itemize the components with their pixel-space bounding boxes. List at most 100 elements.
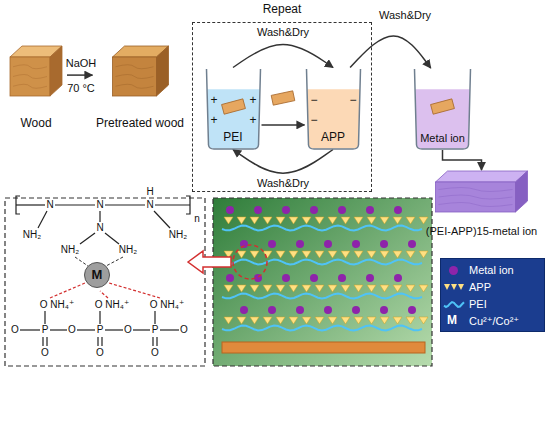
app-layer — [354, 285, 363, 292]
app-structure-part — [42, 337, 43, 346]
block-shape — [436, 171, 528, 212]
app-layer — [289, 217, 298, 224]
app-layer — [263, 285, 272, 292]
atom-label: N — [46, 200, 53, 210]
app-structure-part — [46, 337, 47, 346]
metal-ion-dot — [324, 306, 332, 314]
app-layer — [315, 217, 324, 224]
beaker-shape — [206, 69, 260, 149]
atom-label: O — [96, 348, 104, 358]
structure-frame — [5, 198, 205, 366]
metal-ion-dot — [366, 206, 374, 214]
app-layer — [276, 251, 285, 258]
glass — [306, 69, 360, 149]
metal-ion-dot — [268, 240, 276, 248]
legend-text: PEI — [469, 298, 487, 310]
app-layer — [302, 251, 311, 258]
metal-ion-dot — [380, 240, 388, 248]
app-layer — [380, 251, 389, 258]
metal-ion-dot — [338, 206, 346, 214]
atom-label: P — [97, 325, 104, 335]
atom-label: O — [41, 348, 49, 358]
group-label: NH₂ — [119, 245, 137, 255]
coordination-lines-part — [75, 257, 88, 266]
legend-text: Cu²⁺/Co²⁺ — [469, 315, 519, 328]
app-layer — [406, 317, 415, 324]
block-front — [112, 57, 156, 96]
group-label: O NH₄⁺ — [40, 300, 74, 310]
app-structure-part — [152, 337, 153, 346]
charge-sign: + — [249, 94, 256, 106]
atom-label: O — [124, 325, 132, 335]
charge-sign: + — [210, 114, 217, 126]
ionic-bond-lines-part — [109, 283, 160, 298]
metal-ion-dot — [338, 274, 346, 282]
repeat-index: n — [194, 214, 200, 224]
process-arrow — [233, 45, 333, 68]
metal-ion-dot — [296, 240, 304, 248]
metal-ion-dot — [352, 240, 360, 248]
ionic-bond-lines-part — [100, 291, 108, 298]
wood-grain — [13, 75, 47, 79]
app-layer — [263, 217, 272, 224]
app-layer — [328, 251, 337, 258]
pei-structure-part — [155, 204, 190, 205]
app-layer — [302, 317, 311, 324]
charge-sign: + — [210, 94, 217, 106]
app-structure-part — [50, 329, 67, 330]
wood-sample — [221, 98, 245, 113]
app-layer — [406, 217, 415, 224]
process-arrow — [233, 150, 333, 174]
wood-grain — [115, 75, 153, 79]
app-layer — [419, 285, 428, 292]
pei-layer — [222, 294, 422, 299]
legend-symbol: M — [447, 314, 457, 326]
wood-substrate — [222, 342, 425, 353]
pei-structure-part — [105, 233, 119, 244]
group-label: NH₂ — [169, 230, 187, 240]
legend-swatch — [449, 266, 458, 275]
temperature-label: 70 °C — [67, 83, 95, 94]
pretreated-wood-block: Pretreated wood — [93, 45, 188, 131]
zoom-circle — [233, 245, 267, 279]
app-structure-part — [160, 329, 179, 330]
app-layer — [224, 317, 233, 324]
process-arrow — [67, 74, 93, 76]
wood-grain — [13, 65, 47, 69]
app-layer — [289, 317, 298, 324]
process-arrow — [443, 150, 482, 170]
legend-text: APP — [469, 281, 491, 293]
app-structure-part — [156, 337, 157, 346]
charge-sign: − — [310, 114, 317, 126]
app-layer — [354, 317, 363, 324]
group-label: NH₂ — [61, 245, 79, 255]
app-layer — [289, 285, 298, 292]
atom-label: O — [11, 325, 19, 335]
zoom-arrow — [188, 251, 231, 273]
app-layer — [380, 285, 389, 292]
app-beaker: APP — [305, 68, 362, 150]
pei-layer — [222, 326, 422, 331]
charge-sign: − — [349, 94, 356, 106]
app-layer — [367, 251, 376, 258]
glass — [206, 69, 260, 149]
block-shape — [112, 46, 168, 96]
wood-chip — [271, 91, 295, 105]
coordination-lines-part — [106, 257, 123, 266]
app-structure-part — [20, 329, 40, 330]
metal-ion-dot — [282, 274, 290, 282]
ionic-bond-lines — [50, 283, 160, 298]
pei-layer — [222, 260, 422, 265]
app-layer — [237, 251, 246, 258]
group-label: O NH₄⁺ — [95, 300, 129, 310]
app-layer — [289, 251, 298, 258]
node-label: APP — [321, 131, 345, 150]
wood-grain — [115, 65, 153, 69]
app-layer — [263, 317, 272, 324]
metal-ion-dot — [394, 206, 402, 214]
app-structure-part — [133, 329, 150, 330]
app-layer — [237, 285, 246, 292]
pei-beaker: PEI — [205, 68, 262, 150]
app-sample — [444, 284, 450, 290]
